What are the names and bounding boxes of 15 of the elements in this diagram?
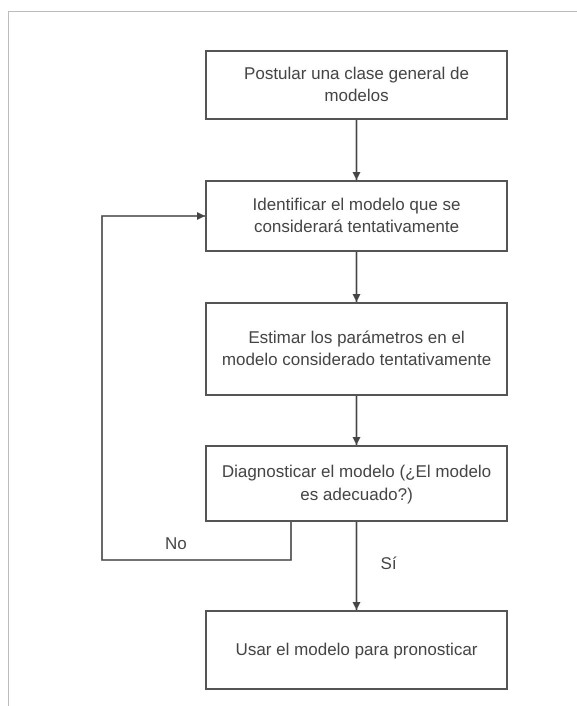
- arrow: [101, 212, 292, 561]
- process-box: [205, 302, 508, 396]
- arrow: [352, 522, 360, 610]
- box-text: Postular una clase general de modelos: [243, 62, 470, 107]
- process-box: [205, 610, 508, 690]
- box-text: Identificar el modelo que se considerará tentativamente: [252, 194, 462, 238]
- box-text: Usar el modelo para pronosticar: [236, 638, 478, 661]
- box-text: Diagnosticar el modelo (¿El modelo es adecuado?): [220, 461, 492, 506]
- box-text: Estimar los parámetros en el modelo considerado tentativamente: [220, 326, 492, 371]
- process-box: [205, 180, 508, 252]
- arrow: [352, 120, 360, 180]
- process-box: [205, 445, 508, 522]
- process-box: [205, 50, 508, 120]
- arrow: [352, 252, 360, 302]
- arrow: [352, 396, 360, 445]
